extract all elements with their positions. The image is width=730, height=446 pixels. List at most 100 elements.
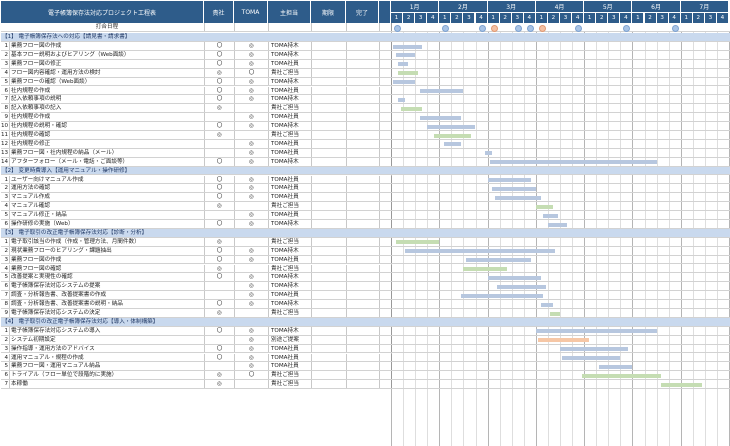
done-cell [347,237,380,246]
week-label: 2 [403,12,416,23]
pad-cell [380,344,392,353]
schedule-bar [444,142,461,147]
row-number: 7 [1,95,10,104]
month-5: 5月 [584,1,633,12]
pad-cell [380,122,392,130]
pad-cell [380,59,392,68]
due-cell [312,362,347,371]
done-cell [347,157,380,166]
week-label: 2 [547,12,560,23]
task-name: フロー図内容確認・運用方法の検討 [10,68,205,77]
pad-cell [380,371,392,380]
task-name: 運用方法の確認 [10,184,205,193]
row-number: 1 [1,237,10,246]
schedule-bar [540,302,553,307]
schedule-bar [543,213,558,218]
due-cell [312,77,347,86]
row-number: 2 [1,184,10,193]
month-1: 1月 [391,1,440,12]
schedule-bar [535,329,657,334]
week-label: 3 [560,12,573,23]
owner-cell: 貴社ご担当 [269,131,312,139]
client-mark: ◎ [205,68,235,77]
week-label: 1 [632,12,645,23]
owner-cell: TOMA持木 [269,246,312,255]
done-cell [347,353,380,362]
toma-mark: ◎ [235,246,269,255]
row-number: 3 [1,193,10,202]
task-name: 基本フロー説明およびヒアリング（Web面談） [10,50,205,59]
owner-cell: TOMA社員 [269,362,312,371]
week-label: 3 [511,12,524,23]
toma-mark: ◎ [235,291,269,300]
schedule-bar [489,160,657,165]
pad-cell [380,42,392,50]
empty-cell [235,23,269,31]
schedule-bar [398,97,406,102]
done-cell [347,309,380,317]
done-cell [347,344,380,353]
task-name: 社内規程の確認 [10,131,205,139]
week-label: 4 [668,12,681,23]
row-number: 2 [1,246,10,255]
month-3: 3月 [487,1,536,12]
due-cell [312,353,347,362]
schedule-bar [398,71,418,76]
row-number: 2 [1,50,10,59]
owner-cell: TOMA持木 [269,122,312,130]
week-label: 2 [692,12,705,23]
task-name: 調査・分析報告書、改善提案書の説明・納品 [10,300,205,308]
client-mark: 〇 [205,157,235,166]
row-number: 5 [1,273,10,282]
task-name: トライアル（フロー単位で段階的に実施） [10,371,205,380]
due-cell [312,157,347,166]
row-number: 9 [1,309,10,317]
task-name: 業務フロー図の作成 [10,42,205,50]
done-cell [347,291,380,300]
schedule-bar [393,44,423,49]
row-number: 12 [1,139,10,148]
schedule-bar [400,106,423,111]
week-label: 3 [608,12,621,23]
month-7: 7月 [680,1,729,12]
toma-mark [235,131,269,139]
done-cell [347,202,380,211]
toma-mark: ◎ [235,148,269,157]
done-cell [347,255,380,264]
pad-cell [380,104,392,113]
done-cell [347,380,380,389]
week-label: 2 [644,12,657,23]
week-label: 3 [704,12,717,23]
row-number: 11 [1,131,10,139]
section-title: 【3】 電子取引の改正電子帳簿保存法対応【診断・分析】 [2,229,148,236]
task-name: マニュアル作成 [10,193,205,202]
meeting-dot [442,24,450,32]
client-mark: 〇 [205,59,235,68]
task-name: 操作研修の実施（Web） [10,220,205,228]
toma-mark: ◎ [235,344,269,353]
schedule-bar [434,133,471,138]
toma-mark [235,202,269,211]
owner-cell: TOMA持木 [269,95,312,104]
pad-cell [380,220,392,228]
client-mark: ◎ [205,309,235,317]
owner-cell: 貴社ご担当 [269,68,312,77]
owner-cell: TOMA持木 [269,42,312,50]
pad-cell [380,77,392,86]
owner-cell: TOMA社員 [269,291,312,300]
owner-cell: TOMA社員 [269,255,312,264]
toma-mark: ◎ [235,175,269,184]
pad-cell [380,273,392,282]
header-done: 完了 [346,1,379,23]
